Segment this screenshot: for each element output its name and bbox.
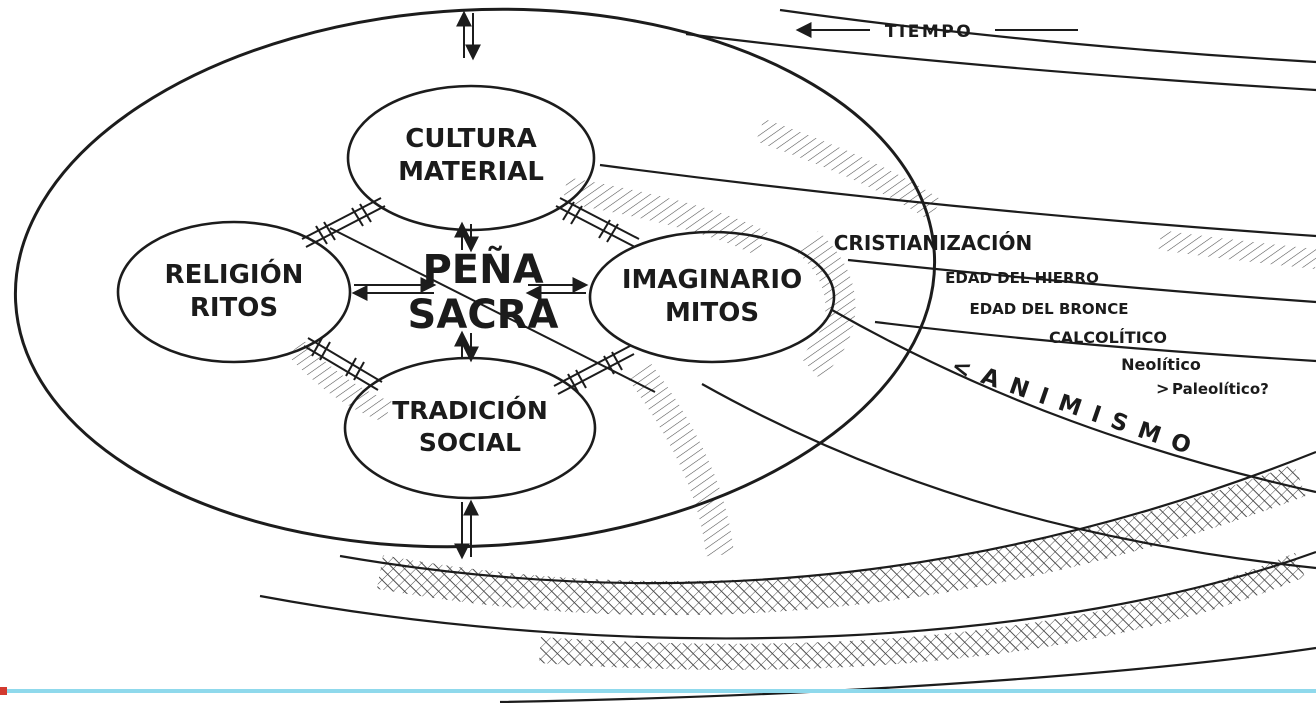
curve-strata-3 bbox=[874, 320, 1316, 363]
imaginario-label-line1: IMAGINARIO bbox=[622, 265, 802, 295]
center-title: PEÑA SACRA bbox=[408, 245, 559, 338]
tiempo-label: TIEMPO bbox=[885, 22, 973, 42]
hatching bbox=[287, 118, 1316, 670]
connector-religion-tradicion bbox=[303, 337, 383, 391]
arrow-center-cultura bbox=[454, 221, 479, 253]
bottom-left-red-mark bbox=[0, 687, 7, 695]
religion-label-line1: RELIGIÓN bbox=[165, 258, 304, 290]
connector-tradicion-imaginario bbox=[553, 345, 635, 395]
era-labels: CRISTIANIZACIÓN EDAD DEL HIERRO EDAD DEL… bbox=[834, 231, 1269, 398]
era-label-paleolitico: Paleolítico? bbox=[1172, 380, 1269, 398]
center-title-line1: PEÑA bbox=[422, 245, 543, 293]
era-label-calcolitico: CALCOLÍTICO bbox=[1049, 328, 1167, 347]
curve-bottom-2 bbox=[259, 550, 1316, 640]
arrow-bottom-external bbox=[454, 499, 479, 560]
center-title-line2: SACRA bbox=[408, 292, 559, 338]
curve-bottom-1 bbox=[339, 450, 1316, 585]
era-label-hierro: EDAD DEL HIERRO bbox=[945, 269, 1099, 287]
era-label-neolitico: Neolítico bbox=[1121, 355, 1201, 374]
arrow-center-imaginario bbox=[525, 277, 589, 301]
tradicion-label-line1: TRADICIÓN bbox=[392, 395, 548, 425]
connector-cultura-imaginario bbox=[555, 197, 640, 248]
hatch-band-right-edge bbox=[1158, 230, 1316, 269]
node-labels: CULTURA MATERIAL RELIGIÓN RITOS IMAGINAR… bbox=[165, 124, 803, 457]
arrow-top-external bbox=[456, 10, 481, 61]
hatch-band-religion-tradicion bbox=[287, 340, 392, 423]
arrow-center-tradicion bbox=[454, 330, 479, 363]
religion-label-line2: RITOS bbox=[190, 293, 278, 323]
curve-strata-2 bbox=[847, 258, 1316, 304]
curve-animismo-boundary bbox=[831, 309, 1316, 494]
curve-lower-sweep bbox=[701, 383, 1316, 570]
hatch-band-top-right bbox=[562, 177, 769, 256]
hatch-band-lower-center bbox=[628, 363, 734, 557]
curve-top-1 bbox=[685, 32, 1316, 92]
long-diagonal-connector bbox=[329, 227, 656, 393]
time-strata-curves bbox=[259, 8, 1316, 703]
tradicion-label-line2: SOCIAL bbox=[419, 428, 521, 457]
paleolitico-marker: > bbox=[1156, 379, 1169, 398]
hatch-band-bottom-1 bbox=[376, 464, 1306, 616]
hatch-band-upper-ellipse bbox=[755, 118, 942, 221]
cultura-label-line1: CULTURA bbox=[405, 124, 536, 154]
outer-system-ellipse bbox=[13, 7, 937, 549]
curve-strata-1 bbox=[599, 163, 1316, 238]
tiempo-axis: TIEMPO bbox=[795, 22, 1078, 42]
imaginario-label-line2: MITOS bbox=[665, 298, 759, 328]
curve-top-2 bbox=[779, 8, 1316, 64]
arrow-center-religion bbox=[351, 277, 437, 301]
era-label-bronce: EDAD DEL BRONCE bbox=[969, 300, 1128, 318]
hatch-band-imaginario-edge bbox=[797, 230, 856, 380]
node-ellipse-religion bbox=[116, 220, 352, 364]
curve-bottom-3 bbox=[499, 646, 1316, 703]
era-label-cristianizacion: CRISTIANIZACIÓN bbox=[834, 231, 1033, 255]
hatch-band-bottom-2 bbox=[539, 552, 1305, 670]
cultura-label-line2: MATERIAL bbox=[398, 157, 544, 187]
connector-religion-cultura bbox=[301, 197, 386, 248]
node-ellipse-imaginario bbox=[588, 230, 836, 364]
